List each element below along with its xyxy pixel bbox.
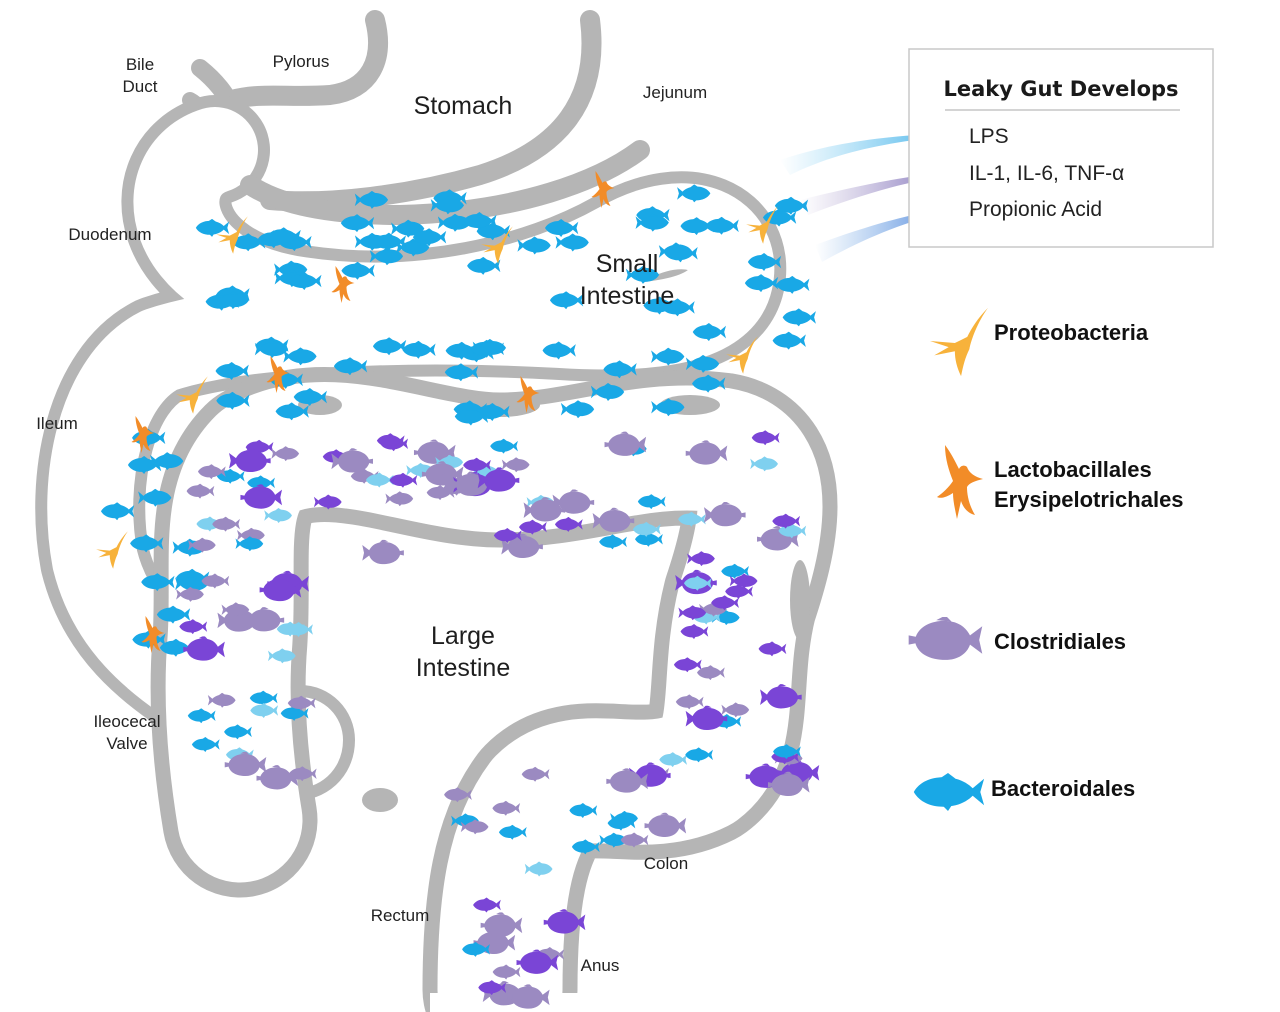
legend-label-lactobacillales: Lactobacillales <box>994 457 1152 482</box>
leaky-gut-title: Leaky Gut Develops <box>943 77 1178 101</box>
label-small-intestine-1: Small <box>596 250 659 278</box>
legend-label-clostridiales: Clostridiales <box>994 629 1126 654</box>
fish-icon <box>913 773 985 811</box>
pufferfish-icon <box>908 617 983 660</box>
legend-label-erysipelotrichales: Erysipelotrichales <box>994 487 1184 512</box>
legend-label-bacteroidales: Bacteroidales <box>991 776 1135 801</box>
label-rectum: Rectum <box>371 906 430 925</box>
swallow-icon <box>930 307 988 377</box>
legend-label-proteobacteria: Proteobacteria <box>994 320 1149 345</box>
label-jejunum: Jejunum <box>643 83 707 102</box>
label-ileocecal-2: Valve <box>106 734 147 753</box>
label-small-intestine-2: Intestine <box>580 282 675 310</box>
label-bile-duct-1: Bile <box>126 55 154 74</box>
stomach-wall-right <box>260 10 602 212</box>
label-bile-duct-2: Duct <box>123 77 158 96</box>
legend-bacteroidales: Bacteroidales <box>913 773 1135 811</box>
label-duodenum: Duodenum <box>68 225 151 244</box>
anatomy-labels: Bile Duct Pylorus Stomach Jejunum Duoden… <box>36 52 707 975</box>
label-ileocecal-1: Ileocecal <box>93 712 160 731</box>
leaky-gut-item-propionic: Propionic Acid <box>969 198 1102 221</box>
leaky-gut-box: Leaky Gut Develops LPS IL-1, IL-6, TNF-α… <box>908 48 1214 248</box>
clostridiales-puffer-icon <box>362 539 404 565</box>
hawk-icon <box>937 445 983 519</box>
label-pylorus: Pylorus <box>273 52 330 71</box>
label-large-intestine-2: Intestine <box>416 654 511 682</box>
label-large-intestine-1: Large <box>431 622 495 650</box>
legend-proteobacteria: Proteobacteria <box>930 307 1149 377</box>
bacteroidales-fish-icon <box>782 308 816 327</box>
label-anus: Anus <box>581 956 620 975</box>
leaky-gut-item-lps: LPS <box>969 125 1009 148</box>
label-ileum: Ileum <box>36 414 78 433</box>
legend-clostridiales: Clostridiales <box>908 617 1126 660</box>
mixed-fish-icon <box>599 534 627 550</box>
gut-tube <box>35 10 838 1012</box>
bacteroidales-fish-icon <box>772 331 806 350</box>
legend: Proteobacteria Lactobacillales Erysipelo… <box>908 307 1184 811</box>
legend-lactobacillales: Lactobacillales Erysipelotrichales <box>937 445 1184 519</box>
label-stomach: Stomach <box>414 92 513 120</box>
leaky-gut-item-cytokines: IL-1, IL-6, TNF-α <box>969 162 1124 185</box>
label-colon: Colon <box>644 854 688 873</box>
